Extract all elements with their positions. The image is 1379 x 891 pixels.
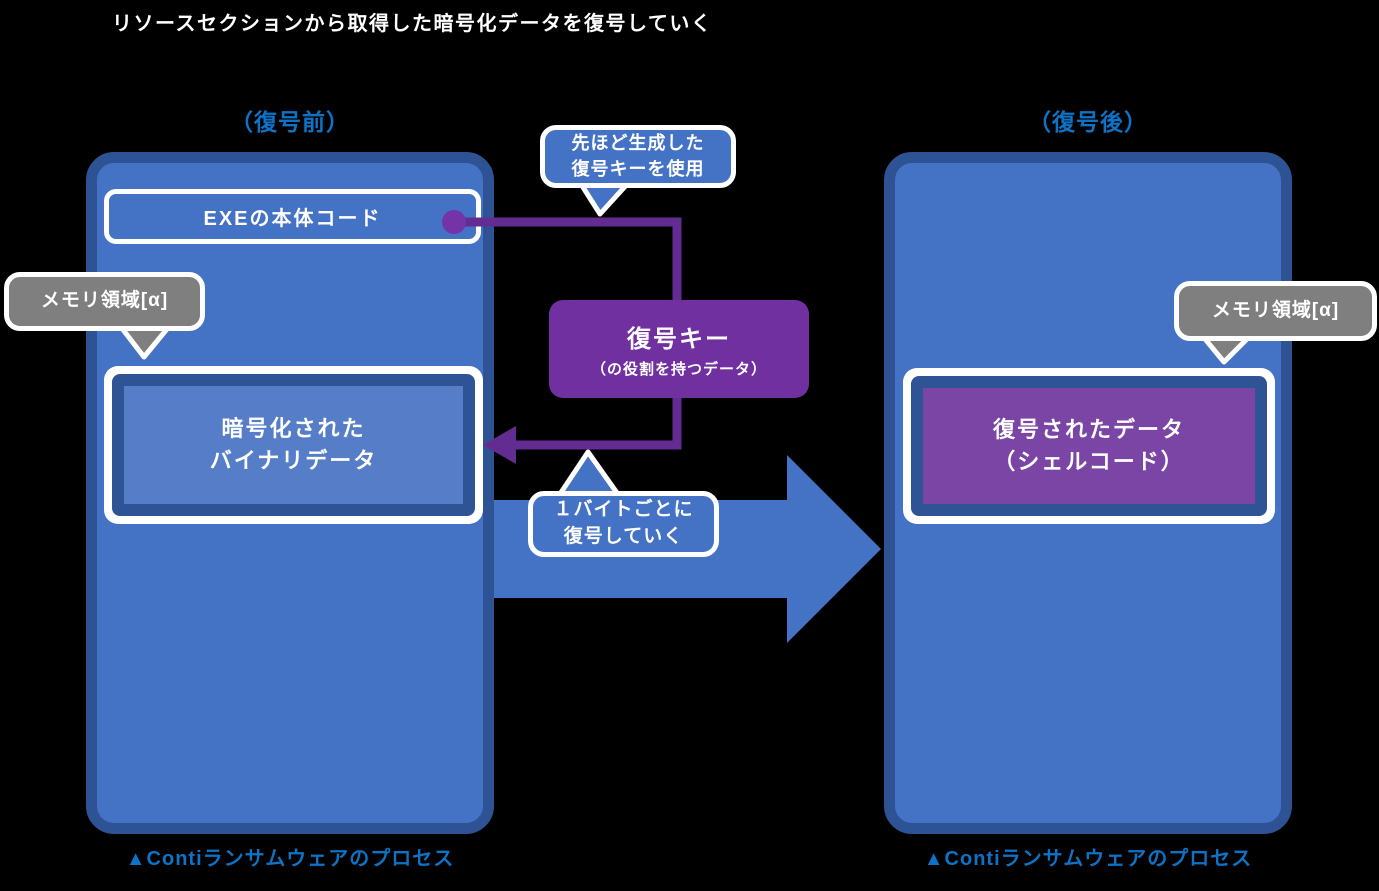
encrypted-data-box: 暗号化された バイナリデータ: [104, 366, 483, 524]
stage-label-after: （復号後）: [1028, 109, 1148, 135]
diagram-title: リソースセクションから取得した暗号化データを復号していく: [112, 13, 713, 35]
callout-byte-decrypt: １バイトごとに 復号していく: [528, 491, 719, 557]
decoded-data-line2: （シェルコード）: [993, 449, 1185, 474]
exe-code-box: EXEの本体コード: [104, 189, 481, 244]
callout-key-generated-line1: 先ほど生成した: [571, 133, 705, 154]
callout-key-generated-line2: 復号キーを使用: [571, 158, 705, 179]
callout-byte-decrypt-line2: 復号していく: [563, 526, 684, 547]
process-caption-right: ▲Contiランサムウェアのプロセス: [923, 848, 1253, 870]
decoded-data-box: 復号されたデータ （シェルコード）: [903, 368, 1275, 524]
encrypted-data-line1: 暗号化された: [221, 416, 366, 442]
decoded-data-line1: 復号されたデータ: [992, 417, 1185, 443]
callout-byte-decrypt-line1: １バイトごとに: [553, 499, 694, 521]
process-caption-left: ▲Contiランサムウェアのプロセス: [125, 848, 455, 870]
exe-code-label: EXEの本体コード: [203, 208, 382, 230]
memory-callout-right: メモリ領域[α]: [1174, 281, 1377, 341]
stage-label-before: （復号前）: [230, 109, 350, 135]
decryption-key-box: 復号キー （の役割を持つデータ）: [549, 300, 809, 398]
encrypted-data-line2: バイナリデータ: [209, 448, 378, 473]
memory-callout-left-label: メモリ領域[α]: [40, 290, 169, 312]
memory-callout-right-label: メモリ領域[α]: [1211, 299, 1340, 321]
decryption-key-subtitle: （の役割を持つデータ）: [590, 361, 767, 378]
memory-callout-left: メモリ領域[α]: [4, 272, 205, 331]
decryption-key-title: 復号キー: [627, 326, 731, 353]
callout-key-generated: 先ほど生成した 復号キーを使用: [540, 125, 736, 188]
